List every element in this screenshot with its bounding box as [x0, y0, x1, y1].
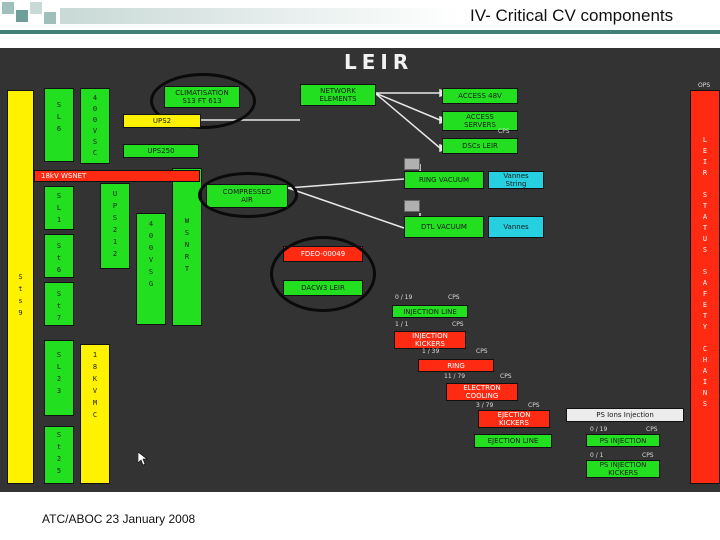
label-cps-5: CPS — [528, 402, 540, 409]
label-ops: OPS — [698, 82, 711, 89]
status-square-1 — [404, 158, 420, 170]
label-139: 1 / 39 — [422, 348, 440, 355]
label-011: 0 / 1 — [590, 452, 604, 459]
network-elements-box: NETWORK ELEMENTS — [300, 84, 376, 106]
label-cps-8: CPS — [498, 128, 510, 135]
label-cps-4: CPS — [500, 373, 512, 380]
label-171: 1 / 1 — [395, 321, 409, 328]
access-servers-box: ACCESS SERVERS — [442, 111, 518, 131]
ps-ions-injection-box: PS Ions Injection — [566, 408, 684, 422]
label-cps-2: CPS — [452, 321, 464, 328]
deco-square-1 — [2, 2, 14, 14]
access-48v-box: ACCESS 48V — [442, 88, 518, 104]
diagram-title: LEIR — [344, 50, 414, 74]
dtl-vacuum-box: DTL VACUUM — [404, 216, 484, 238]
label-cps-1: CPS — [448, 294, 460, 301]
top-accent-bar — [0, 30, 720, 34]
vannes-string-box: Vannes String — [488, 171, 544, 189]
electron-cooling-box: ELECTRON COOLING — [446, 383, 518, 401]
top-accent-bar-light — [60, 8, 460, 24]
highlight-ellipse-fdeo — [270, 236, 376, 312]
ejection-line-box: EJECTION LINE — [474, 434, 552, 448]
ring-vacuum-box: RING VACUUM — [404, 171, 484, 189]
wsnet-bar: 18kV WSNET — [34, 170, 200, 182]
injection-line-box: INJECTION LINE — [392, 305, 468, 318]
slide-footer: ATC/ABOC 23 January 2008 — [42, 512, 196, 526]
label-019: 0 / 19 — [395, 294, 413, 301]
label-019b: 0 / 19 — [590, 426, 608, 433]
highlight-ellipse-climatisation — [150, 73, 256, 129]
label-1179: 11 / 79 — [444, 373, 466, 380]
dscs-leir-box: DSCs LEIR — [442, 138, 518, 154]
status-square-2 — [404, 200, 420, 212]
deco-square-3 — [30, 2, 42, 14]
deco-square-2 — [16, 10, 28, 22]
label-cps-6: CPS — [646, 426, 658, 433]
label-cps-7: CPS — [642, 452, 654, 459]
label-379: 3 / 79 — [476, 402, 494, 409]
ups250-box: UPS250 — [123, 144, 199, 158]
slide-title: IV- Critical CV components — [470, 6, 674, 25]
injection-kickers-box: INJECTION KICKERS — [394, 331, 466, 349]
ps-injection-kickers-box: PS INJECTION KICKERS — [586, 460, 660, 478]
ps-injection-box: PS INJECTION — [586, 434, 660, 447]
deco-square-4 — [44, 12, 56, 24]
ring-box: RING — [418, 359, 494, 372]
label-cps-3: CPS — [476, 348, 488, 355]
ejection-kickers-box: EJECTION KICKERS — [478, 410, 550, 428]
ups-a-box: UPS2 — [123, 114, 201, 128]
vannes-box: Vannes — [488, 216, 544, 238]
highlight-ellipse-compressed-air — [198, 172, 298, 218]
